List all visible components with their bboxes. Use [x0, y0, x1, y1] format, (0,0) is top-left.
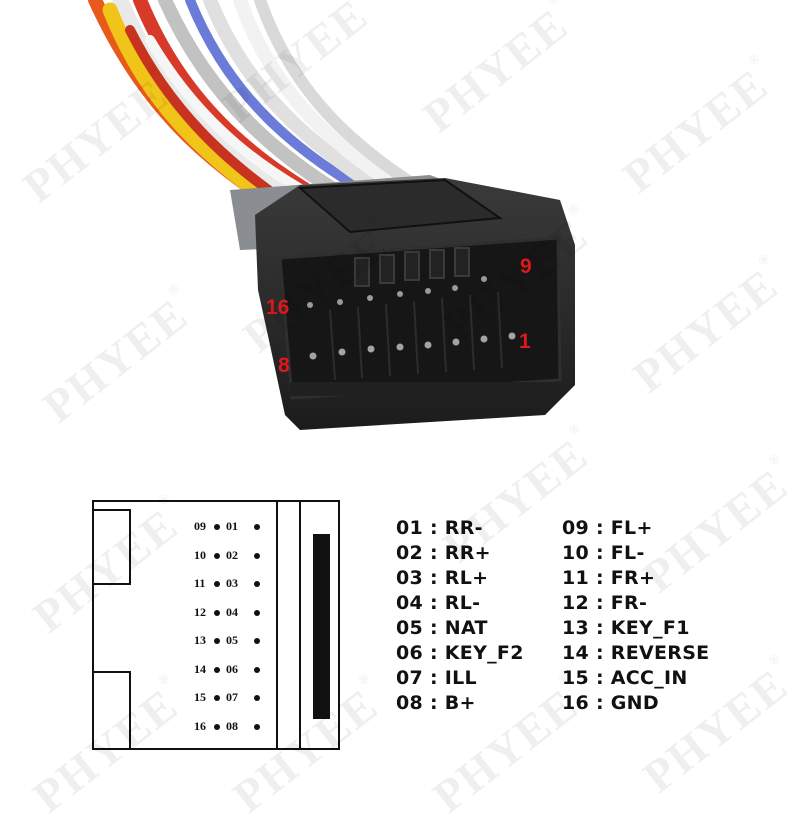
- pin-dot: [214, 552, 220, 559]
- pin-dot: [214, 666, 220, 673]
- pin-label-9: 9: [520, 255, 532, 278]
- diagram-pin-row: 11 03: [194, 574, 294, 594]
- pin-dot: [214, 609, 220, 616]
- face-bottom-rim: [290, 382, 558, 396]
- diagram-pin-number: 16: [194, 718, 206, 733]
- diagram-pin-number: 11: [194, 576, 206, 590]
- pin-dot: [254, 666, 260, 673]
- diagram-pin-number: 03: [226, 576, 238, 590]
- diagram-pin-number: 14: [194, 661, 206, 676]
- legend-entry: 12 : FR-: [562, 592, 648, 614]
- legend-entry: 15 : ACC_IN: [562, 667, 688, 689]
- diagram-pin-row: 12 04: [194, 603, 294, 623]
- legend-entry: 09 : FL+: [562, 517, 653, 539]
- legend-entry: 04 : RL-: [396, 592, 481, 614]
- watermark-text: PHYEE®: [633, 449, 798, 603]
- legend-entry: 08 : B+: [396, 692, 476, 714]
- pin-dot: [254, 609, 260, 616]
- diagram-pin-number: 07: [226, 690, 238, 704]
- lower-pin-row: [309, 332, 516, 360]
- legend-entry: 11 : FR+: [562, 567, 656, 589]
- pinout-diagram: [92, 500, 340, 750]
- legend-entry: 06 : KEY_F2: [396, 642, 524, 664]
- pin-dot: [254, 524, 260, 530]
- pin-dot: [254, 581, 260, 587]
- diagram-pin-number: 04: [226, 604, 238, 619]
- diagram-pin-row: 13 05: [194, 631, 294, 651]
- diagram-pin-number: 08: [226, 718, 238, 733]
- diagram-pin-number: 10: [194, 547, 206, 562]
- diagram-pin-number: 15: [194, 690, 206, 704]
- pin-dot: [214, 581, 220, 587]
- pin-dot: [214, 638, 220, 644]
- pin-label-1: 1: [519, 330, 531, 353]
- pin-dot: [254, 695, 260, 701]
- legend-entry: 13 : KEY_F1: [562, 617, 690, 639]
- pin-dot: [214, 524, 220, 530]
- diagram-pin-number: 13: [194, 633, 206, 647]
- diagram-pin-row: 14 06: [194, 660, 294, 680]
- diagram-pin-number: 02: [226, 547, 238, 562]
- diagram-pin-number: 09: [194, 519, 206, 533]
- legend-entry: 07 : ILL: [396, 667, 477, 689]
- pin-dot: [254, 723, 260, 730]
- legend-entry: 14 : REVERSE: [562, 642, 710, 664]
- pin-label-16: 16: [266, 296, 290, 319]
- lower-slots: [329, 291, 503, 381]
- legend-entry: 03 : RL+: [396, 567, 489, 589]
- pin-dot: [254, 638, 260, 644]
- diagram-pin-number: 01: [226, 519, 238, 533]
- diagram-pin-row: 09 01: [194, 517, 294, 537]
- legend-entry: 05 : NAT: [396, 617, 488, 639]
- legend-entry: 10 : FL-: [562, 542, 645, 564]
- connector-photo: [88, 0, 575, 430]
- diagram-pin-number: 06: [226, 661, 238, 676]
- upper-slots: [354, 247, 470, 287]
- connector-face: [278, 236, 562, 400]
- diagram-pin-row: 10 02: [194, 546, 294, 566]
- pin-label-8: 8: [278, 354, 290, 377]
- diagram-pin-number: 05: [226, 633, 238, 647]
- diagram-outline: [94, 502, 330, 748]
- legend-entry: 16 : GND: [562, 692, 659, 714]
- legend-entry: 01 : RR-: [396, 517, 483, 539]
- legend-entry: 02 : RR+: [396, 542, 491, 564]
- pin-dot: [214, 695, 220, 701]
- pin-dot: [254, 552, 260, 559]
- pin-dot: [214, 723, 220, 730]
- connector-latch: [297, 178, 503, 234]
- upper-pin-row: [307, 276, 487, 308]
- diagram-pin-number: 12: [194, 604, 206, 619]
